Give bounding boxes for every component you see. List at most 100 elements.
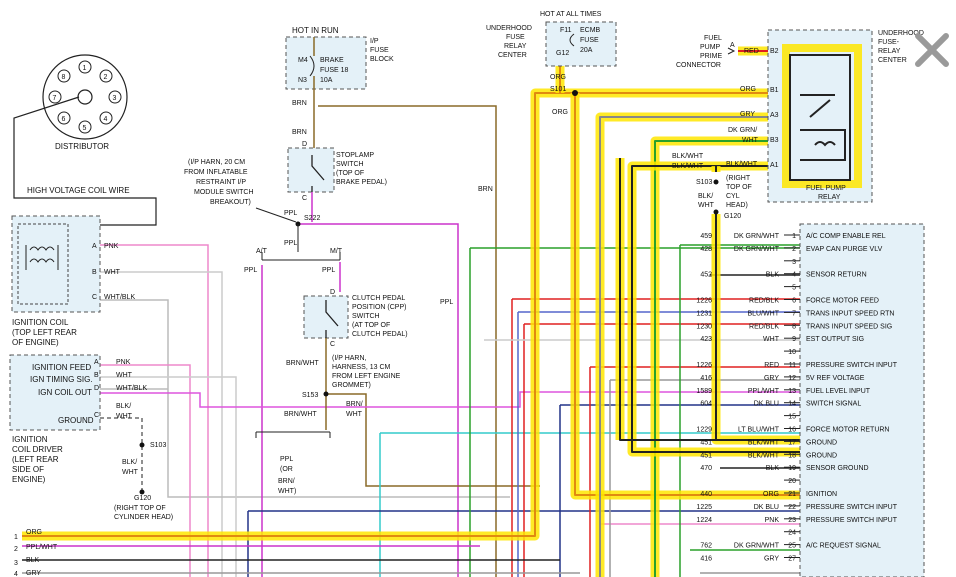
pcm-color: RED/BLK [749,298,779,305]
coil-pin: B [92,269,97,276]
pcm-label: A/C COMP ENABLE REL [806,233,886,240]
fp-pin-color: BLK/WHT [726,161,758,168]
cpp-pin: C [330,341,335,348]
fp-title: FUSE- [878,39,900,46]
coil-pin-color: WHT [104,269,121,276]
pcm-label: GROUND [806,439,837,446]
driver-title: IGNITION [12,435,48,444]
dist-terminal: 5 [83,125,87,132]
pcm-pin: 10 [788,349,796,356]
fp-pin-color: WHT [742,137,759,144]
pcm-circuit: 762 [700,543,712,550]
svg-text:HARNESS, 13 CM: HARNESS, 13 CM [332,364,391,371]
coil-pin: C [92,294,97,301]
stoplamp-title: STOPLAMP [336,152,374,159]
svg-text:BREAKOUT): BREAKOUT) [210,199,251,206]
pcm-pin: 9 [792,336,796,343]
pcm-pin: 1 [792,233,796,240]
pcm-label: PRESSURE SWITCH INPUT [806,504,898,511]
ppl-label: PPL [284,210,297,217]
pcm-color: DK GRN/WHT [734,543,780,550]
pcm-color: PNK [765,517,780,524]
fp-pin-color: DK GRN/ [728,127,757,134]
fuel-pump-relay: FUEL PUMP PRIME CONNECTOR A UNDERHOOD FU… [672,29,924,220]
bottom-color: GRY [26,570,41,577]
uh-fuse-pin: G12 [556,50,569,57]
fp-pin-color: ORG [740,86,756,93]
fp-pin: B1 [770,87,779,94]
driver-label: IGNITION FEED [32,363,91,372]
dist-terminal: 6 [62,116,66,123]
svg-text:RESTRAINT I/P: RESTRAINT I/P [196,179,246,186]
pcm-pin: 18 [788,452,796,459]
driver-label: GROUND [58,416,94,425]
pcm-pin: 21 [788,491,796,498]
uh-fuse-name: 20A [580,47,593,54]
ip-fuse-pin: M4 [298,57,308,64]
wire-pnk-coil [100,244,209,577]
mt-label: M/T [330,248,343,255]
driver-title: COIL DRIVER [12,445,63,454]
dist-terminal: 1 [83,65,87,72]
uh-fuse-title: RELAY [504,43,527,50]
pcm-circuit: 1226 [696,298,712,305]
fp-gnd-color: WHT [698,202,715,209]
stoplamp-pin: C [302,195,307,202]
ip-fuse-title: I/P [370,38,379,45]
driver-color: BLK/ [116,403,131,410]
svg-text:FROM LEFT ENGINE: FROM LEFT ENGINE [332,373,401,380]
coil-pin-color: PNK [104,243,119,250]
pcm-label: SENSOR GROUND [806,465,869,472]
fp-splice-loc: CYL [726,193,740,200]
cpp-title: CLUTCH PEDAL [352,295,405,302]
uh-fuse-title: FUSE [506,34,525,41]
stoplamp-title: BRAKE PEDAL) [336,179,387,186]
dist-terminal: 2 [104,74,108,81]
fp-conn: CONNECTOR [676,62,721,69]
ip-fuse-block: HOT IN RUN I/P FUSE BLOCK M4 N3 BRAKE FU… [285,26,394,158]
driver-pin: D [94,385,99,392]
wire-layer [22,105,800,577]
pcm-circuit: 423 [700,336,712,343]
bottom-pin: 4 [14,571,18,577]
pcm-circuit: 1589 [696,388,712,395]
driver-gnd-wire: WHT [122,469,139,476]
at-label: A/T [256,248,268,255]
bottom-color: ORG [26,529,42,536]
fp-conn: FUEL [704,35,722,42]
pcm-circuit: 1226 [696,362,712,369]
ignition-coil: A PNK B WHT C WHT/BLK IGNITION COIL (TOP… [11,215,135,347]
driver-splice: S103 [150,442,166,449]
hv-coil-wire-label: HIGH VOLTAGE COIL WIRE [27,186,130,195]
pcm-pin: 11 [789,362,796,369]
pcm-color: DK BLU [754,401,779,408]
pcm-pin: 5 [792,285,796,292]
ppl-label2: PPL [284,240,297,247]
pcm-circuit: 1224 [696,517,712,524]
dist-terminal: 8 [62,74,66,81]
pcm-circuit: 1229 [696,427,712,434]
pcm-pin: 8 [792,323,796,330]
wire-driver-pnk [100,364,191,577]
svg-text:(I/P HARN,: (I/P HARN, [332,355,367,362]
pcm-circuit: 416 [700,375,712,382]
pcm-label: IGNITION [806,491,837,498]
close-button[interactable] [910,28,954,72]
pcm-pin: 7 [792,310,796,317]
wire-driver-wht [100,376,237,577]
pcm-pin: 13 [788,388,796,395]
wire-wht-coil [100,271,223,577]
cpp-switch: D C CLUTCH PEDAL POSITION (CPP) SWITCH (… [255,289,408,495]
pcm-color: BLK [766,465,780,472]
pcm-pin: 2 [792,246,796,253]
pcm-pin: 25 [788,543,796,550]
distributor: 1 2 3 4 5 6 7 8 DISTRIBUTOR HIGH VOLTAGE… [13,54,157,226]
pcm-label: PRESSURE SWITCH INPUT [806,517,898,524]
pcm-pin: 16 [788,427,796,434]
pcm-label: EST OUTPUT SIG [806,336,864,343]
bottom-rows: 1 ORG 2 PPL/WHT 3 BLK 4 GRY [14,529,58,577]
fp-splice-loc: HEAD) [726,202,748,209]
driver-title: (LEFT REAR [12,455,59,464]
pcm-label: SWITCH SIGNAL [806,401,861,408]
